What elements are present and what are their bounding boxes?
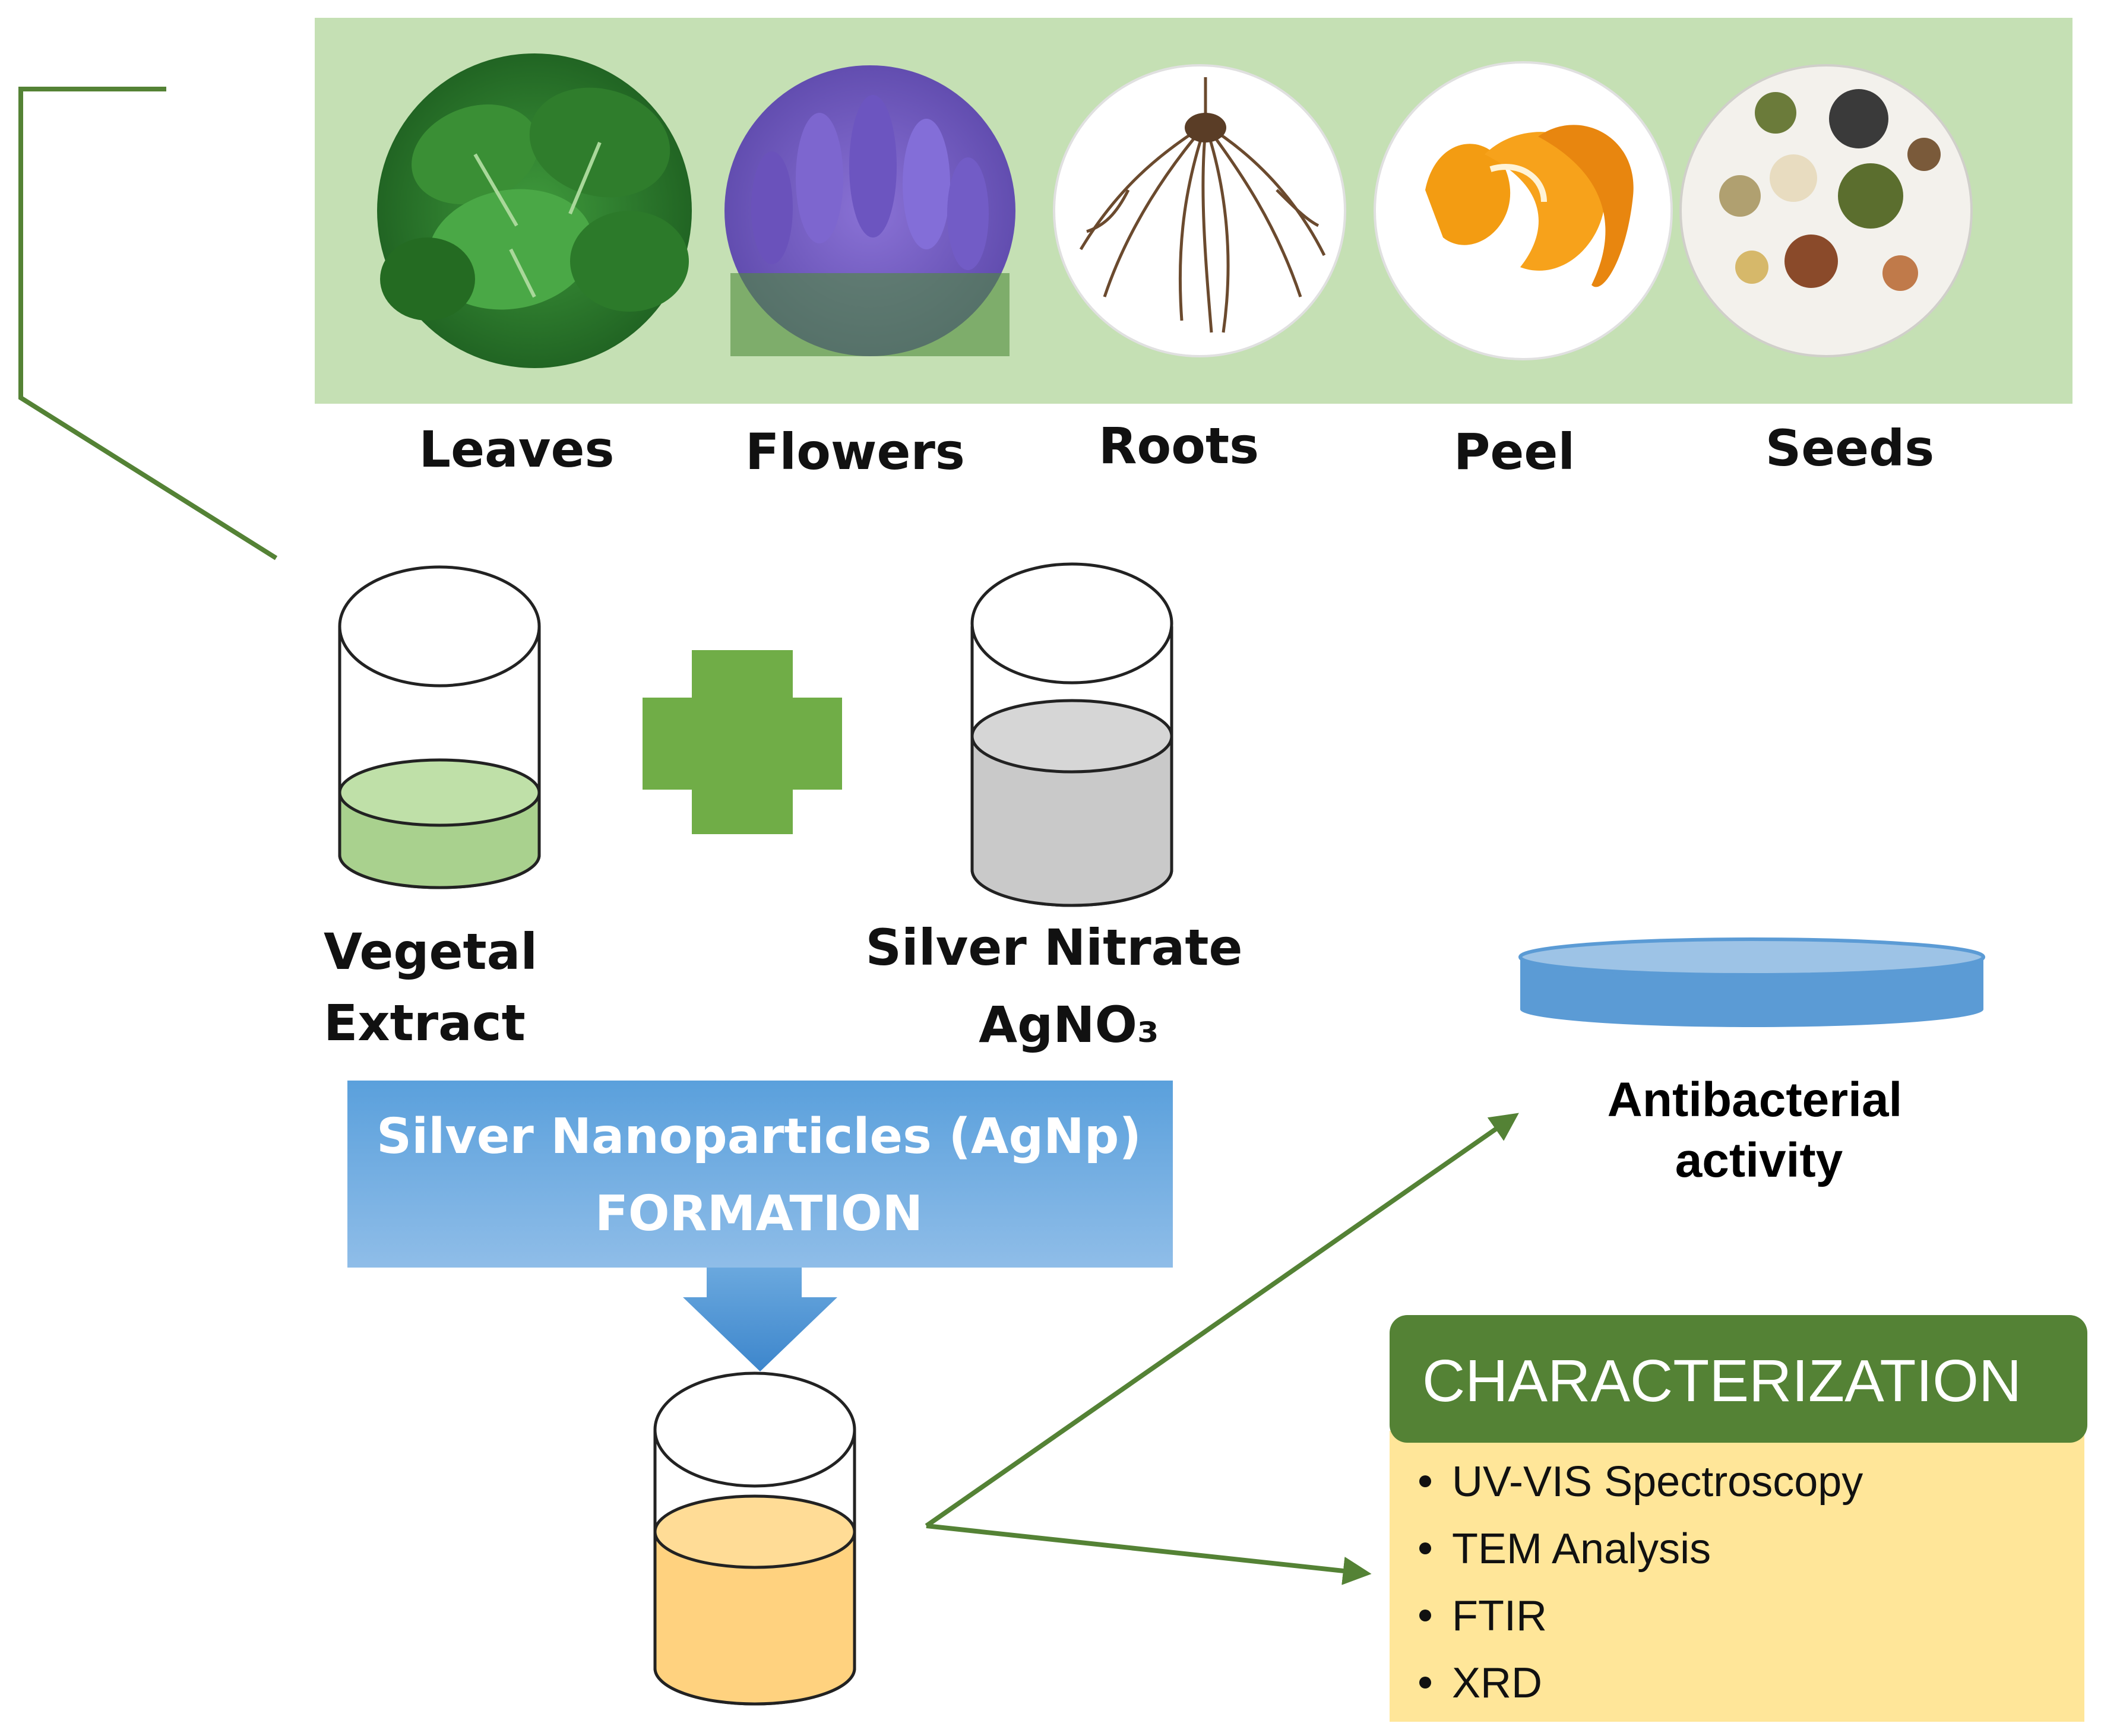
- down-arrow-icon: [683, 1268, 837, 1371]
- arrow-to-characterization: [926, 1523, 1372, 1585]
- peel-image: [1374, 61, 1673, 360]
- plus-icon: [643, 650, 842, 834]
- bullet-icon: [1419, 1475, 1431, 1487]
- bullet-icon: [1419, 1542, 1431, 1554]
- label-roots: Roots: [1099, 417, 1259, 475]
- characterization-header: [1390, 1315, 2087, 1443]
- characterization-title: CHARACTERIZATION: [1422, 1348, 2021, 1414]
- petri-dish-icon: [1518, 937, 1985, 1027]
- label-nitrate-line1: Silver Nitrate: [866, 918, 1243, 977]
- label-extract-line2: Extract: [324, 994, 526, 1052]
- antibacterial-line2: activity: [1675, 1133, 1843, 1187]
- formation-line2: FORMATION: [595, 1186, 923, 1242]
- antibacterial-line1: Antibacterial: [1608, 1073, 1903, 1127]
- characterization-item: TEM Analysis: [1452, 1525, 1711, 1573]
- label-seeds: Seeds: [1765, 419, 1935, 477]
- label-flowers: Flowers: [745, 423, 965, 481]
- roots-image: [1053, 64, 1346, 357]
- product-beaker: [653, 1371, 856, 1706]
- arrow-to-antibacterial: [925, 1113, 1519, 1528]
- leaves-image: [377, 53, 692, 368]
- label-nitrate-line2: AgNO₃: [979, 996, 1159, 1054]
- flowers-image: [724, 65, 1015, 356]
- formation-box: [347, 1081, 1173, 1268]
- bracket-connector: [18, 87, 278, 560]
- label-leaves: Leaves: [419, 420, 615, 479]
- characterization-item: FTIR: [1452, 1592, 1547, 1640]
- nitrate-beaker: [970, 562, 1173, 907]
- characterization-item: XRD: [1452, 1659, 1542, 1707]
- extract-beaker: [338, 565, 541, 889]
- seeds-image: [1679, 64, 1973, 357]
- label-peel: Peel: [1454, 423, 1575, 481]
- characterization-item: UV-VIS Spectroscopy: [1452, 1458, 1863, 1506]
- characterization-list: UV-VIS Spectroscopy TEM Analysis FTIR XR…: [1419, 1458, 1863, 1707]
- characterization-list-panel: [1390, 1431, 2084, 1722]
- bullet-icon: [1419, 1610, 1431, 1621]
- bullet-icon: [1419, 1677, 1431, 1689]
- label-extract-line1: Vegetal: [324, 923, 537, 981]
- formation-line1: Silver Nanoparticles (AgNp): [376, 1108, 1141, 1165]
